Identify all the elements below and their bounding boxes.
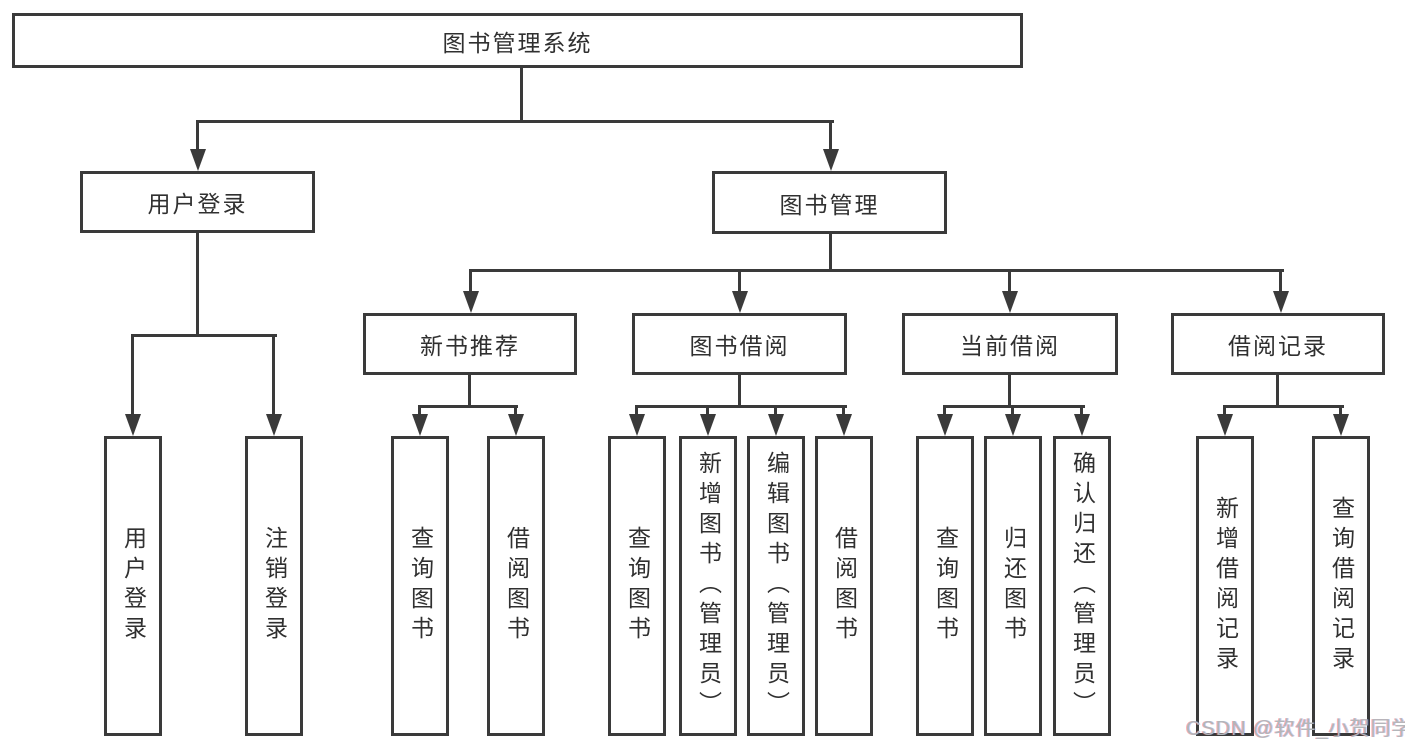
leaf-bb-query-books: 查询图书 <box>608 436 666 736</box>
node-borrow-records: 借阅记录 <box>1171 313 1385 375</box>
leaf-cb-query-books: 查询图书 <box>916 436 974 736</box>
leaf-label: 归还图书 <box>1000 526 1027 646</box>
leaf-cb-confirm-return-admin: 确认归还（管理员） <box>1053 436 1111 736</box>
connector-line <box>520 66 523 122</box>
connector-arrow <box>1217 414 1233 436</box>
leaf-bb-borrow-books: 借阅图书 <box>815 436 873 736</box>
leaf-label: 查询图书 <box>624 526 651 646</box>
connector-arrow <box>1333 414 1349 436</box>
connector-arrow <box>823 149 839 171</box>
connector-line <box>943 405 946 417</box>
node-user-login: 用户登录 <box>80 171 315 233</box>
leaf-query-borrow-record: 查询借阅记录 <box>1312 436 1370 736</box>
leaf-label: 确认归还（管理员） <box>1069 451 1096 721</box>
connector-line <box>196 233 199 336</box>
csdn-watermark: CSDN @软件_小贺同学 <box>1186 718 1405 740</box>
connector-arrow <box>700 414 716 436</box>
connector-line <box>196 120 834 123</box>
leaf-add-borrow-record: 新增借阅记录 <box>1196 436 1254 736</box>
connector-line <box>514 405 517 417</box>
connector-line <box>635 405 638 417</box>
connector-line <box>1008 269 1011 294</box>
leaf-rec-query-books: 查询图书 <box>391 436 449 736</box>
leaf-label: 借阅图书 <box>831 526 858 646</box>
leaf-user-login: 用户登录 <box>104 436 162 736</box>
connector-arrow <box>125 414 141 436</box>
node-book-borrowing: 图书借阅 <box>632 313 847 375</box>
node-library-system: 图书管理系统 <box>12 13 1023 68</box>
connector-arrow <box>1002 291 1018 313</box>
node-new-book-recommend: 新书推荐 <box>363 313 577 375</box>
node-current-borrowing: 当前借阅 <box>902 313 1118 375</box>
connector-arrow <box>266 414 282 436</box>
connector-arrow <box>508 414 524 436</box>
leaf-label: 查询图书 <box>932 526 959 646</box>
connector-line <box>1279 269 1282 294</box>
connector-line <box>131 334 134 416</box>
connector-arrow <box>937 414 953 436</box>
connector-line <box>706 405 709 417</box>
connector-line <box>829 120 832 152</box>
node-book-management: 图书管理 <box>712 171 947 234</box>
connector-line <box>774 405 777 417</box>
leaf-label: 查询借阅记录 <box>1328 496 1355 676</box>
connector-arrow <box>412 414 428 436</box>
connector-line <box>829 234 832 271</box>
connector-arrow <box>768 414 784 436</box>
connector-arrow <box>1005 414 1021 436</box>
connector-arrow <box>836 414 852 436</box>
leaf-bb-edit-books-admin: 编辑图书（管理员） <box>747 436 805 736</box>
connector-line <box>738 269 741 294</box>
leaf-rec-borrow-books: 借阅图书 <box>487 436 545 736</box>
connector-arrow <box>629 414 645 436</box>
connector-arrow <box>1273 291 1289 313</box>
connector-line <box>469 269 472 294</box>
connector-arrow <box>463 291 479 313</box>
leaf-bb-add-books-admin: 新增图书（管理员） <box>679 436 737 736</box>
connector-line <box>1339 405 1342 417</box>
connector-line <box>943 405 1085 408</box>
connector-line <box>468 375 471 407</box>
connector-arrow <box>732 291 748 313</box>
connector-line <box>1276 375 1279 407</box>
leaf-label: 编辑图书（管理员） <box>763 451 790 721</box>
connector-line <box>1011 405 1014 417</box>
connector-line <box>196 120 199 152</box>
connector-line <box>1223 405 1226 417</box>
leaf-label: 借阅图书 <box>503 526 530 646</box>
connector-line <box>418 405 421 417</box>
connector-line <box>272 334 275 416</box>
connector-line <box>842 405 845 417</box>
connector-line <box>738 375 741 407</box>
leaf-cb-return-books: 归还图书 <box>984 436 1042 736</box>
leaf-label: 用户登录 <box>120 526 147 646</box>
leaf-label: 新增借阅记录 <box>1212 496 1239 676</box>
connector-arrow <box>190 149 206 171</box>
leaf-label: 查询图书 <box>407 526 434 646</box>
leaf-logout: 注销登录 <box>245 436 303 736</box>
connector-line <box>469 269 1284 272</box>
leaf-label: 注销登录 <box>261 526 288 646</box>
leaf-label: 新增图书（管理员） <box>695 451 722 721</box>
connector-arrow <box>1074 414 1090 436</box>
connector-line <box>1080 405 1083 417</box>
connector-line <box>1008 375 1011 407</box>
connector-line <box>1223 405 1344 408</box>
connector-line <box>635 405 847 408</box>
connector-line <box>131 334 277 337</box>
connector-line <box>418 405 518 408</box>
